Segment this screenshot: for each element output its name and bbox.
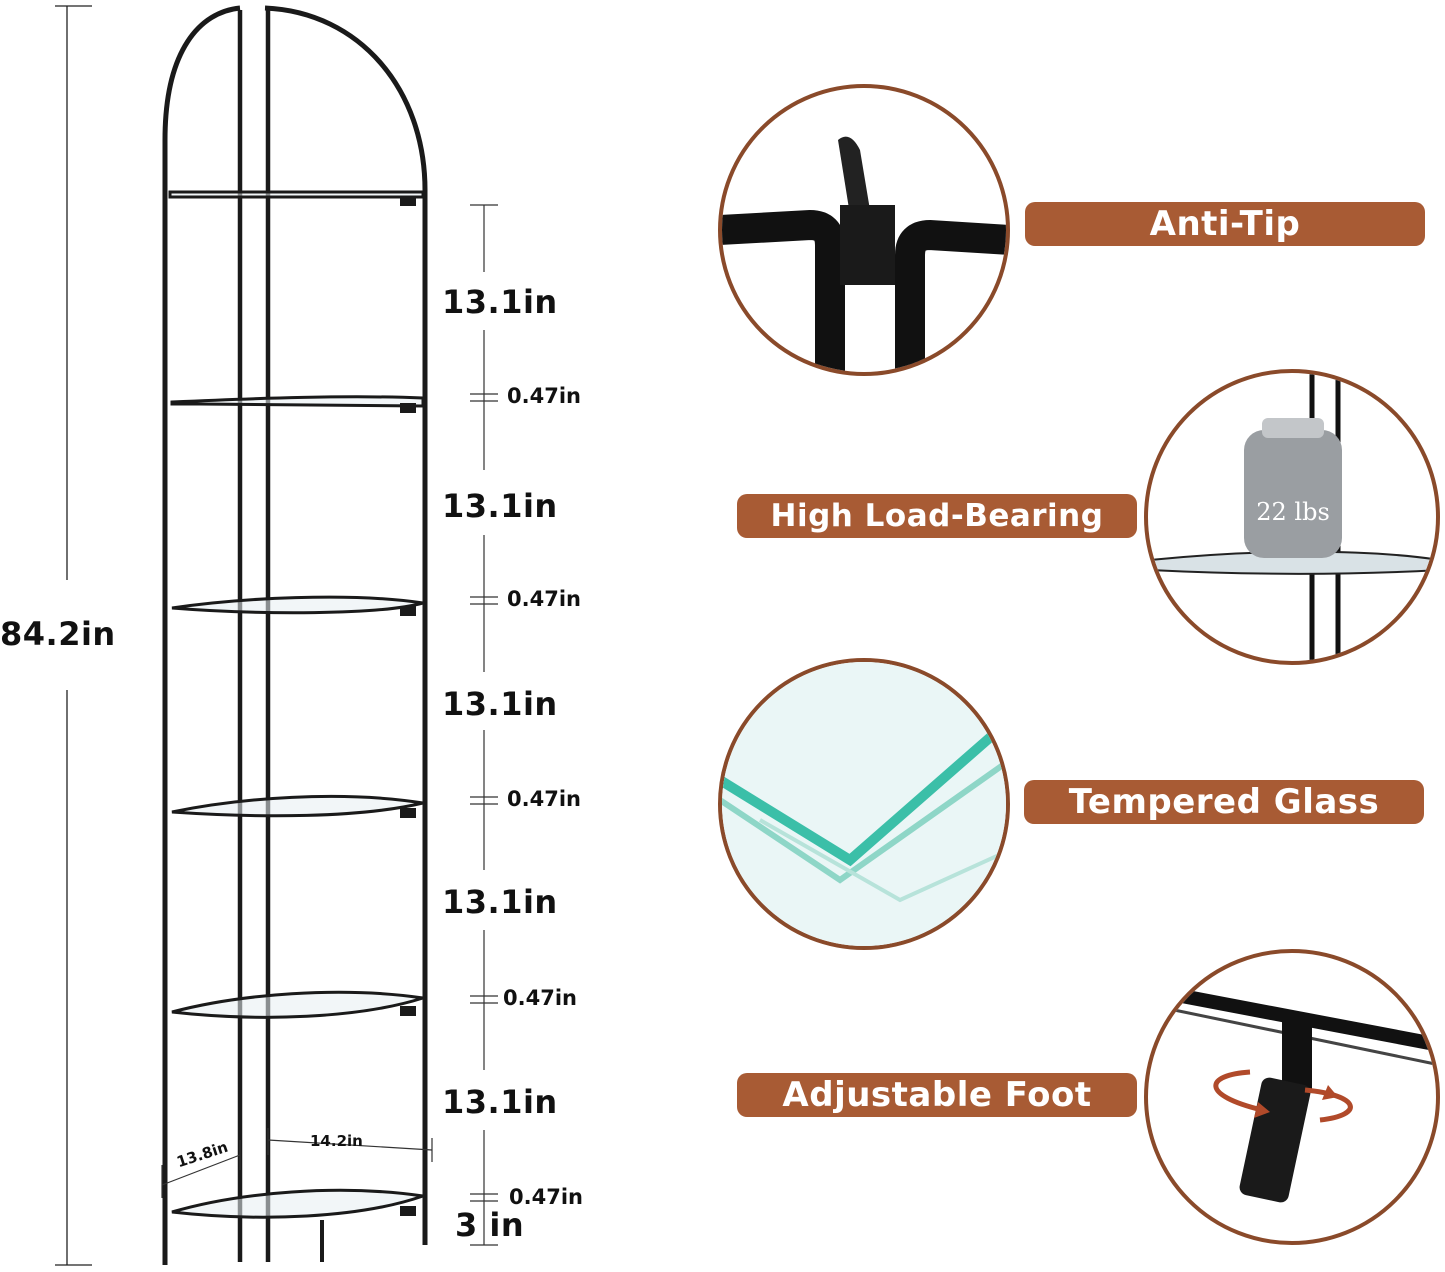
tempered-glass-badge: Tempered Glass [1024,780,1424,824]
shelf-brackets [400,196,416,1216]
load-bearing-badge: High Load-Bearing [737,494,1137,538]
total-height-dimension [55,5,92,1266]
anti-tip-detail [718,84,1010,376]
shelf-thickness-label-4: 0.47in [503,986,577,1010]
adjustable-foot-badge: Adjustable Foot [737,1073,1137,1117]
shelf-spacing-label-2: 13.1in [442,487,558,525]
footprint-dimension [161,1128,433,1198]
corner-shelf [162,5,428,1265]
shelves [168,190,425,1219]
width-label: 14.2in [310,1132,363,1150]
shelf-spacing-dimension [470,204,498,1246]
weight-label: 22 lbs [1256,498,1330,526]
shelf-spacing-label-1: 13.1in [442,283,558,321]
anti-tip-badge: Anti-Tip [1025,202,1425,246]
adjustable-foot-detail [1144,949,1440,1245]
shelf-spacing-label-3: 13.1in [442,685,558,723]
shelf-thickness-label-3: 0.47in [507,787,581,811]
shelf-thickness-label-1: 0.47in [507,384,581,408]
shelf-thickness-label-5: 0.47in [509,1185,583,1209]
total-height-label: 84.2in [0,615,116,653]
foot-clearance-label: 3 in [455,1206,525,1244]
shelf-thickness-label-2: 0.47in [507,587,581,611]
tempered-glass-detail [718,658,1010,950]
shelf-spacing-label-4: 13.1in [442,883,558,921]
load-bearing-detail: 22 lbs [1144,369,1440,665]
shelf-spacing-label-5: 13.1in [442,1083,558,1121]
